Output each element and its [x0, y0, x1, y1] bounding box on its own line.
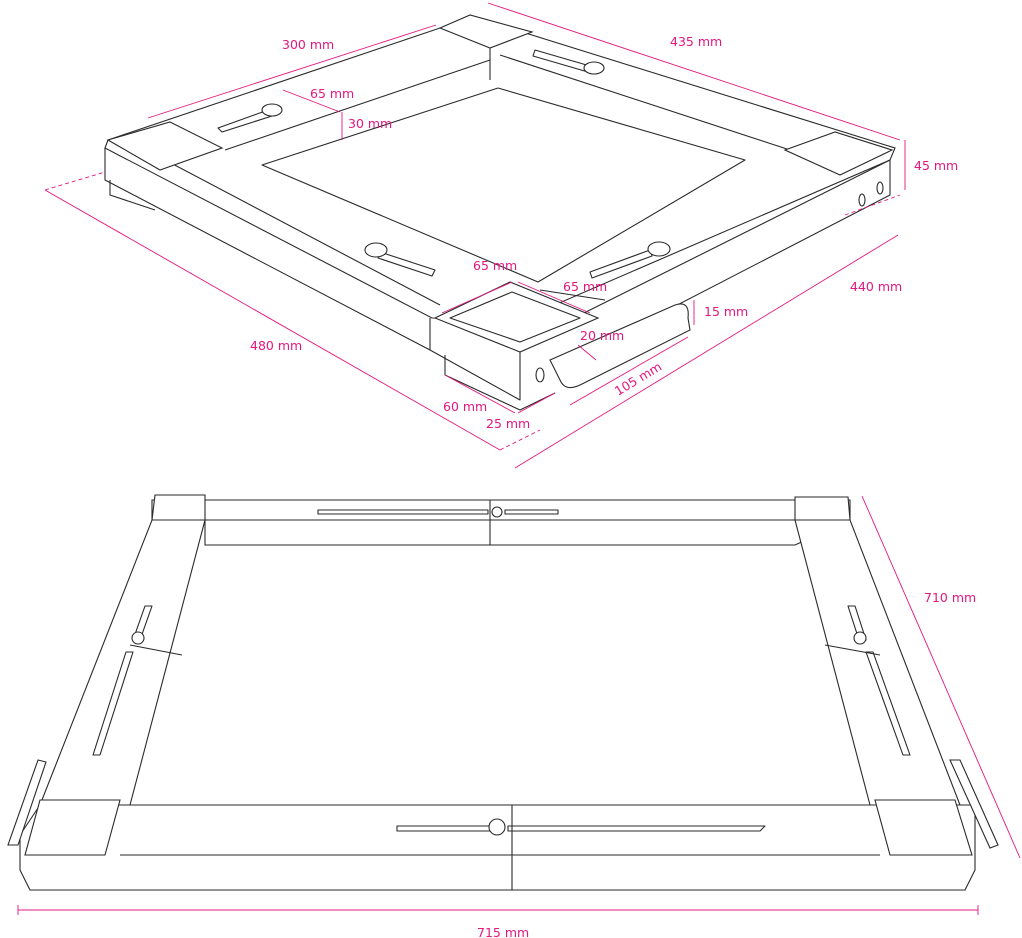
dim-65-slot: 65 mm — [310, 86, 354, 101]
dim-45: 45 mm — [914, 158, 958, 173]
adjust-slots — [217, 49, 671, 279]
corner-plate — [794, 496, 851, 521]
extended-frame — [7, 494, 999, 891]
dim-60: 60 mm — [443, 399, 487, 414]
handle — [949, 759, 999, 849]
dim-435: 435 mm — [670, 34, 722, 49]
corner-plate — [151, 494, 206, 521]
bottom-dimension-lines — [17, 495, 1021, 915]
dim-30: 30 mm — [348, 116, 392, 131]
isometric-frame — [104, 14, 896, 411]
dim-65-foot-b: 65 mm — [563, 279, 607, 294]
corner-plate — [783, 131, 894, 176]
dim-25: 25 mm — [486, 416, 530, 431]
dim-480: 480 mm — [250, 338, 302, 353]
dim-440: 440 mm — [850, 279, 902, 294]
dim-65-foot-a: 65 mm — [473, 258, 517, 273]
corner-plate — [24, 799, 121, 856]
top-dimension-lines — [44, 2, 906, 469]
dim-20: 20 mm — [580, 328, 624, 343]
dim-710: 710 mm — [924, 590, 976, 605]
corner-plate — [438, 14, 534, 49]
dim-715: 715 mm — [477, 925, 529, 938]
corner-plate — [874, 799, 973, 856]
corner-plate — [106, 121, 224, 171]
dim-15: 15 mm — [704, 304, 748, 319]
dim-300: 300 mm — [282, 37, 334, 52]
handle — [7, 759, 47, 846]
handle — [549, 303, 691, 389]
